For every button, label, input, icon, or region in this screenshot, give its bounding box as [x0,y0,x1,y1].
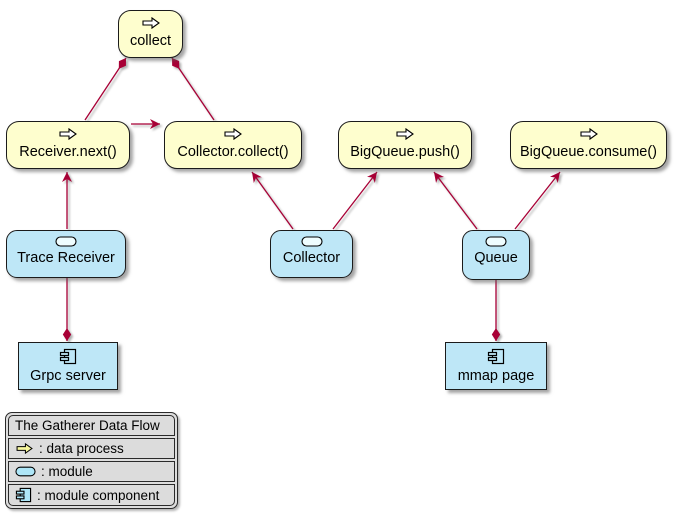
module-component-icon [15,487,32,503]
node-bigqueue-consume: BigQueue.consume() [510,121,667,169]
data-process-arrow-icon [58,127,78,141]
legend-item-module: : module [8,461,175,482]
legend-item-label: : module [41,464,93,479]
data-process-arrow-icon [579,127,599,141]
edge-collector-bigqueue-push [332,171,378,230]
node-mmap-page: mmap page [445,342,547,390]
module-component-icon [487,348,505,365]
legend-title: The Gatherer Data Flow [8,415,175,436]
module-oval-icon [15,466,36,477]
node-label: Receiver.next() [19,144,117,160]
node-label: collect [129,33,172,49]
node-label: Collector [282,250,341,266]
legend-item-module-component: : module component [8,484,175,506]
node-label: BigQueue.push() [350,144,460,160]
data-process-arrow-icon [15,442,34,455]
edge-collector-collector-collect [251,171,294,230]
module-oval-icon [55,236,77,247]
node-label: mmap page [457,368,535,384]
node-label: Grpc server [30,368,106,384]
node-label: Collector.collect() [177,144,289,160]
legend-item-label: : module component [37,487,160,503]
edge-queue-bigqueue-push [433,171,478,230]
legend: The Gatherer Data Flow : data process : … [5,412,178,509]
node-bigqueue-push: BigQueue.push() [338,121,472,169]
node-receiver-next: Receiver.next() [6,121,130,169]
node-queue: Queue [462,230,530,280]
node-label: BigQueue.consume() [519,144,657,160]
data-process-arrow-icon [141,16,161,30]
edge-collect-receiver-next [84,57,127,121]
data-process-arrow-icon [223,127,243,141]
edge-queue-bigqueue-consume [514,171,561,230]
edge-collect-collector-collect [171,57,215,121]
legend-item-label: : data process [39,441,124,456]
node-label: Trace Receiver [17,250,115,266]
module-component-icon [59,348,77,365]
legend-title-text: The Gatherer Data Flow [15,418,160,433]
module-oval-icon [485,236,507,247]
legend-item-data-process: : data process [8,438,175,459]
node-trace-receiver: Trace Receiver [6,230,126,278]
node-label: Queue [474,250,518,266]
module-oval-icon [300,236,323,247]
node-collect: collect [118,10,183,58]
node-grpc-server: Grpc server [18,342,118,390]
data-process-arrow-icon [395,127,415,141]
node-collector: Collector [270,230,353,278]
node-collector-collect: Collector.collect() [164,121,302,169]
